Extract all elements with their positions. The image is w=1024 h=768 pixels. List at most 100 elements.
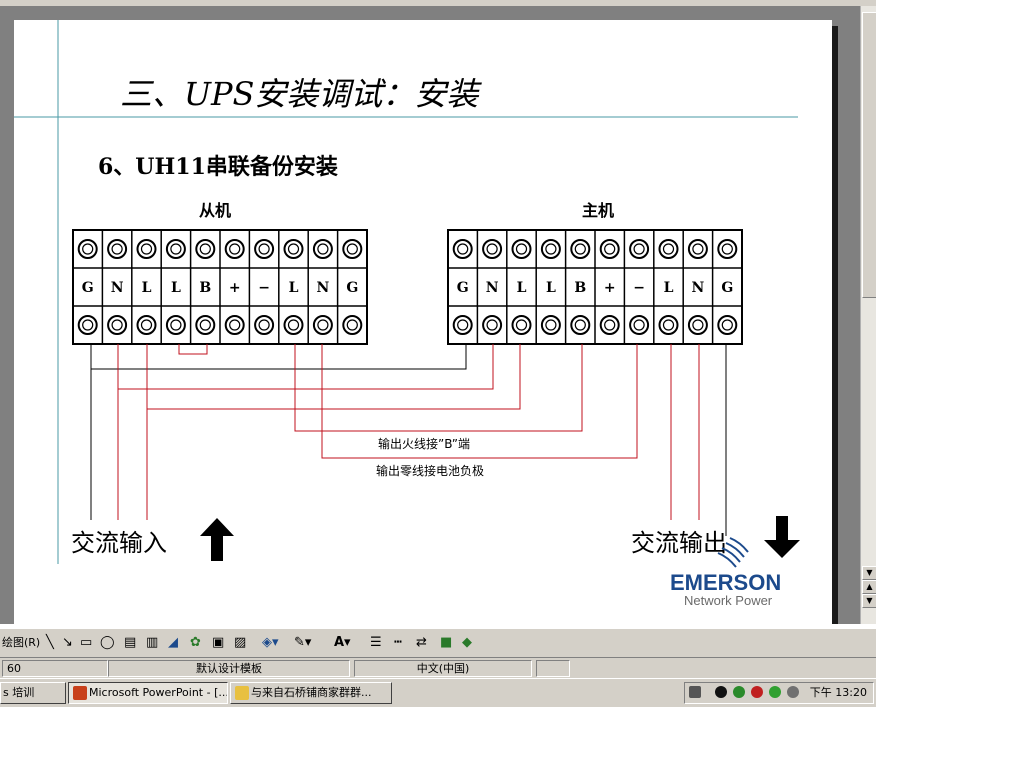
arrow-style-icon[interactable]: ⇄	[416, 635, 427, 650]
task-chat[interactable]: 与来自石桥铺商家群群...	[230, 682, 392, 704]
terminal-screw-inner	[692, 243, 704, 255]
terminal-screw-icon	[717, 315, 738, 335]
down-arrow-icon	[764, 516, 800, 558]
terminal-label: L	[142, 280, 152, 296]
terminal-screw-inner	[515, 319, 528, 331]
font-color-icon[interactable]: A▾	[334, 635, 351, 650]
keyboard-icon[interactable]	[689, 686, 701, 698]
terminal-screw-icon	[107, 239, 128, 259]
terminal-screw-icon	[342, 315, 363, 335]
terminal-screw-icon	[107, 315, 128, 335]
terminal-screw-inner	[692, 319, 704, 331]
line-color-icon[interactable]: ✎▾	[294, 635, 312, 650]
terminal-screw-inner	[170, 319, 182, 331]
terminal-screw-inner	[604, 319, 616, 331]
terminal-screw-inner	[604, 243, 616, 255]
terminal-screw-icon	[687, 315, 708, 335]
scroll-down-button[interactable]: ▼	[862, 566, 877, 580]
terminal-screw-icon	[283, 239, 304, 259]
status-bar: 60 默认设计模板 中文(中国)	[0, 657, 876, 678]
volume-icon[interactable]	[787, 686, 799, 698]
clipart-icon[interactable]: ▣	[212, 635, 225, 650]
terminal-screw-inner	[515, 243, 528, 255]
wiring	[90, 344, 727, 536]
rectangle-icon[interactable]: ▭	[80, 635, 93, 650]
3d-icon[interactable]: ◆	[462, 635, 472, 650]
terminal-screw-icon	[511, 315, 532, 335]
slide-indicator: 60	[2, 660, 108, 677]
jumper-wire	[178, 344, 208, 355]
fill-color-icon[interactable]: ◈▾	[262, 635, 279, 650]
terminal-screw-icon	[342, 239, 363, 259]
security-shield-icon[interactable]	[733, 686, 745, 698]
taskbar: s 培训 Microsoft PowerPoint - [... 与来自石桥铺商…	[0, 678, 876, 707]
note-output-neutral: 输出零线接电池负极	[376, 463, 484, 478]
terminal-screw-inner	[633, 243, 645, 255]
terminal-screw-inner	[662, 319, 675, 331]
ac-output-label: 交流输出	[631, 529, 727, 557]
terminal-screw-inner	[111, 243, 123, 255]
slide-shadow	[832, 26, 838, 624]
wordart-icon[interactable]: ◢	[168, 635, 178, 650]
task-label: 与来自石桥铺商家群群...	[251, 686, 372, 699]
terminal-screw-inner	[721, 243, 733, 255]
scrollbar-thumb[interactable]	[862, 12, 877, 298]
terminal-screw-icon	[687, 239, 708, 259]
task-training[interactable]: s 培训	[0, 682, 66, 704]
terminal-label: +	[229, 280, 241, 296]
terminal-label: N	[317, 280, 330, 296]
terminal-screw-icon	[540, 239, 561, 259]
textbox-icon[interactable]: ▤	[124, 635, 137, 650]
terminal-screw-icon	[629, 239, 650, 259]
messenger-icon[interactable]	[769, 686, 781, 698]
task-powerpoint[interactable]: Microsoft PowerPoint - [...	[68, 682, 228, 704]
brand-subtitle: Network Power	[684, 593, 773, 608]
terminal-screw-inner	[287, 243, 300, 255]
terminal-screw-inner	[574, 319, 586, 331]
terminal-screw-inner	[545, 319, 557, 331]
vertical-textbox-icon[interactable]: ▥	[146, 635, 159, 650]
terminal-screw-icon	[511, 239, 532, 259]
terminal-screw-inner	[574, 243, 586, 255]
terminal-screw-icon	[658, 239, 679, 259]
oval-icon[interactable]: ◯	[100, 635, 115, 650]
terminal-label: G	[82, 280, 94, 296]
terminal-screw-icon	[599, 315, 620, 335]
terminal-screw-inner	[229, 319, 241, 331]
terminal-screw-icon	[224, 315, 245, 335]
system-tray: 下午 13:20	[684, 682, 874, 704]
terminal-screw-inner	[287, 319, 300, 331]
note-output-live: 输出火线接”B”端	[378, 436, 470, 451]
dash-style-icon[interactable]: ┅	[394, 635, 402, 650]
up-arrow-icon	[200, 518, 234, 561]
terminal-screw-inner	[317, 243, 329, 255]
draw-menu[interactable]: 绘图(R)	[2, 636, 41, 649]
vertical-scrollbar[interactable]: ▼ ▲ ▼	[860, 6, 877, 624]
next-slide-button[interactable]: ▼	[862, 594, 877, 608]
network-icon[interactable]	[751, 686, 763, 698]
terminal-screw-icon	[165, 315, 186, 335]
terminal-screw-inner	[199, 319, 211, 331]
line-icon[interactable]: ╲	[46, 635, 54, 650]
terminal-screw-icon	[658, 315, 679, 335]
arrow-icon[interactable]: ↘	[62, 635, 73, 650]
terminal-screw-icon	[283, 315, 304, 335]
terminal-label: N	[692, 280, 705, 296]
design-template-status: 默认设计模板	[108, 660, 350, 677]
picture-icon[interactable]: ▨	[234, 635, 247, 650]
shadow-icon[interactable]: ■	[440, 635, 453, 650]
diagram-icon[interactable]: ✿	[190, 635, 201, 650]
brand-name: EMERSON	[670, 570, 781, 595]
task-label: Microsoft PowerPoint - [...	[89, 686, 228, 699]
qq-icon[interactable]	[715, 686, 727, 698]
line-style-icon[interactable]: ☰	[370, 635, 382, 650]
terminal-screw-icon	[452, 239, 473, 259]
clock[interactable]: 下午 13:20	[809, 686, 867, 699]
previous-slide-button[interactable]: ▲	[862, 580, 877, 594]
terminal-screw-icon	[312, 315, 333, 335]
terminal-label: B	[574, 280, 586, 296]
terminal-screw-icon	[224, 239, 245, 259]
